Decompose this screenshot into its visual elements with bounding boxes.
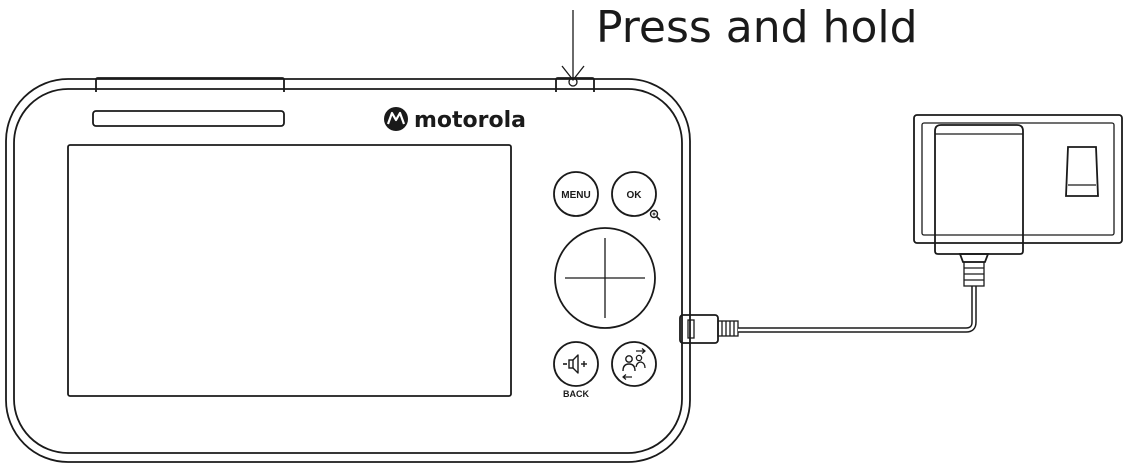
callout-arrow-head xyxy=(561,65,585,82)
device-body-inner xyxy=(13,88,683,454)
dpad-ring xyxy=(554,227,656,329)
ok-button[interactable]: OK xyxy=(611,171,657,217)
volume-icon xyxy=(563,354,587,374)
talk-icon xyxy=(622,348,646,380)
dpad-icon[interactable] xyxy=(554,227,656,329)
ok-button-label: OK xyxy=(627,190,643,201)
display-screen xyxy=(67,144,512,397)
outlet-switch xyxy=(1065,146,1099,197)
power-cable xyxy=(738,286,976,332)
menu-button-label: MENU xyxy=(561,190,590,201)
instruction-text: Press and hold xyxy=(596,2,918,53)
speaker-slot xyxy=(92,110,285,127)
press-hold-callout: Press and hold xyxy=(561,2,918,82)
zoom-in-icon xyxy=(649,209,661,221)
menu-button[interactable]: MENU xyxy=(553,171,599,217)
batwing-mark xyxy=(386,111,406,125)
talk-button[interactable] xyxy=(611,341,657,387)
device-body-outer xyxy=(5,78,691,463)
power-cable-outline xyxy=(738,286,977,333)
power-adapter xyxy=(934,124,1024,287)
back-label: BACK xyxy=(563,389,589,399)
usb-port xyxy=(687,319,695,339)
volume-back-button[interactable] xyxy=(553,341,599,387)
power-button[interactable] xyxy=(568,77,578,87)
usb-plug xyxy=(679,314,739,344)
wall-outlet xyxy=(913,114,1123,244)
brand-wordmark: motorola xyxy=(414,108,526,133)
brand-logo: motorola xyxy=(384,107,526,133)
